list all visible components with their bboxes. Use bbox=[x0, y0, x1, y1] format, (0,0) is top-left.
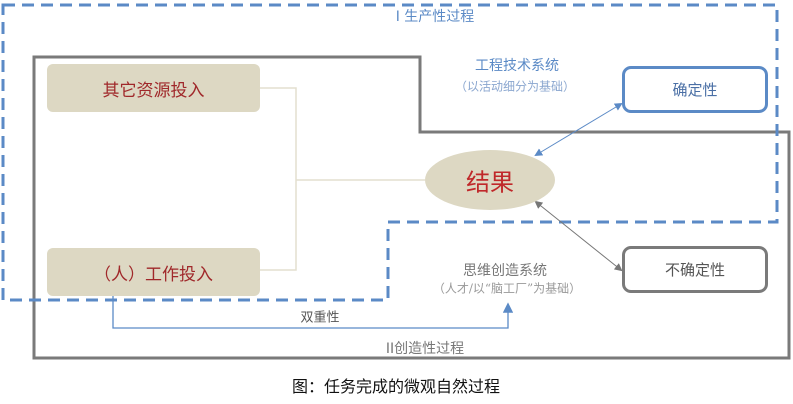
production-process-label: I 生产性过程 bbox=[395, 9, 475, 25]
input-connector bbox=[260, 87, 425, 271]
result-label: 结果 bbox=[466, 168, 514, 197]
thinking-system-subtitle: （人才/以“脑工厂”为基础） bbox=[432, 281, 582, 296]
duality-label: 双重性 bbox=[300, 310, 340, 326]
creative-process-region bbox=[32, 55, 791, 360]
certainty-arrow bbox=[534, 102, 623, 157]
production-process-region bbox=[1, 3, 779, 302]
creative-process-label: II创造性过程 bbox=[385, 341, 465, 357]
result-ellipse bbox=[425, 150, 555, 210]
figure-caption: 图：任务完成的微观自然过程 bbox=[291, 377, 501, 396]
uncertainty-arrow bbox=[534, 200, 623, 272]
other-resources-input-box: 其它资源投入 bbox=[47, 64, 260, 112]
duality-arrow bbox=[107, 281, 514, 329]
engineering-system-title: 工程技术系统 bbox=[475, 58, 559, 74]
work-input-box: （人）工作投入 bbox=[47, 248, 260, 296]
uncertainty-box: 不确定性 bbox=[622, 246, 768, 293]
engineering-system-subtitle: （以活动细分为基础） bbox=[454, 79, 576, 94]
certainty-box: 确定性 bbox=[622, 66, 768, 113]
thinking-system-title: 思维创造系统 bbox=[463, 263, 547, 279]
